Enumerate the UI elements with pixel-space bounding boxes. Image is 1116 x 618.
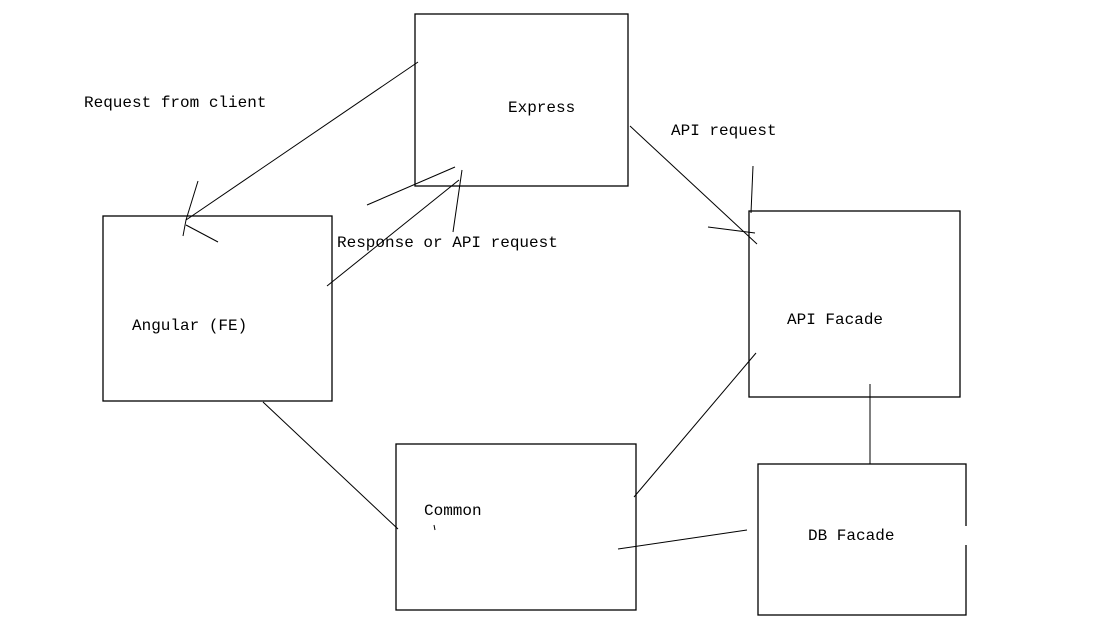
angular-fe-box xyxy=(102,215,333,402)
api-request-label: API request xyxy=(671,122,777,140)
db-facade-label: DB Facade xyxy=(808,527,894,545)
common-to-db-facade-line xyxy=(617,529,748,550)
express-label: Express xyxy=(508,99,575,117)
common-stray-mark xyxy=(433,524,436,531)
request-from-client-label: Request from client xyxy=(84,94,266,112)
api-facade-box xyxy=(748,210,961,398)
angular-fe-label: Angular (FE) xyxy=(132,317,247,335)
angular-to-common-line xyxy=(262,401,399,530)
express-to-angular-arrow xyxy=(182,61,419,243)
common-box xyxy=(395,443,637,611)
api-facade-label: API Facade xyxy=(787,311,883,329)
angular-to-express-arrow xyxy=(326,166,463,287)
express-box xyxy=(414,13,629,187)
db-facade-box xyxy=(757,463,967,616)
api-facade-to-common-line xyxy=(633,352,757,498)
response-or-api-request-label: Response or API request xyxy=(337,234,558,252)
express-to-api-facade-arrow xyxy=(629,125,758,245)
common-label: Common xyxy=(424,502,482,520)
